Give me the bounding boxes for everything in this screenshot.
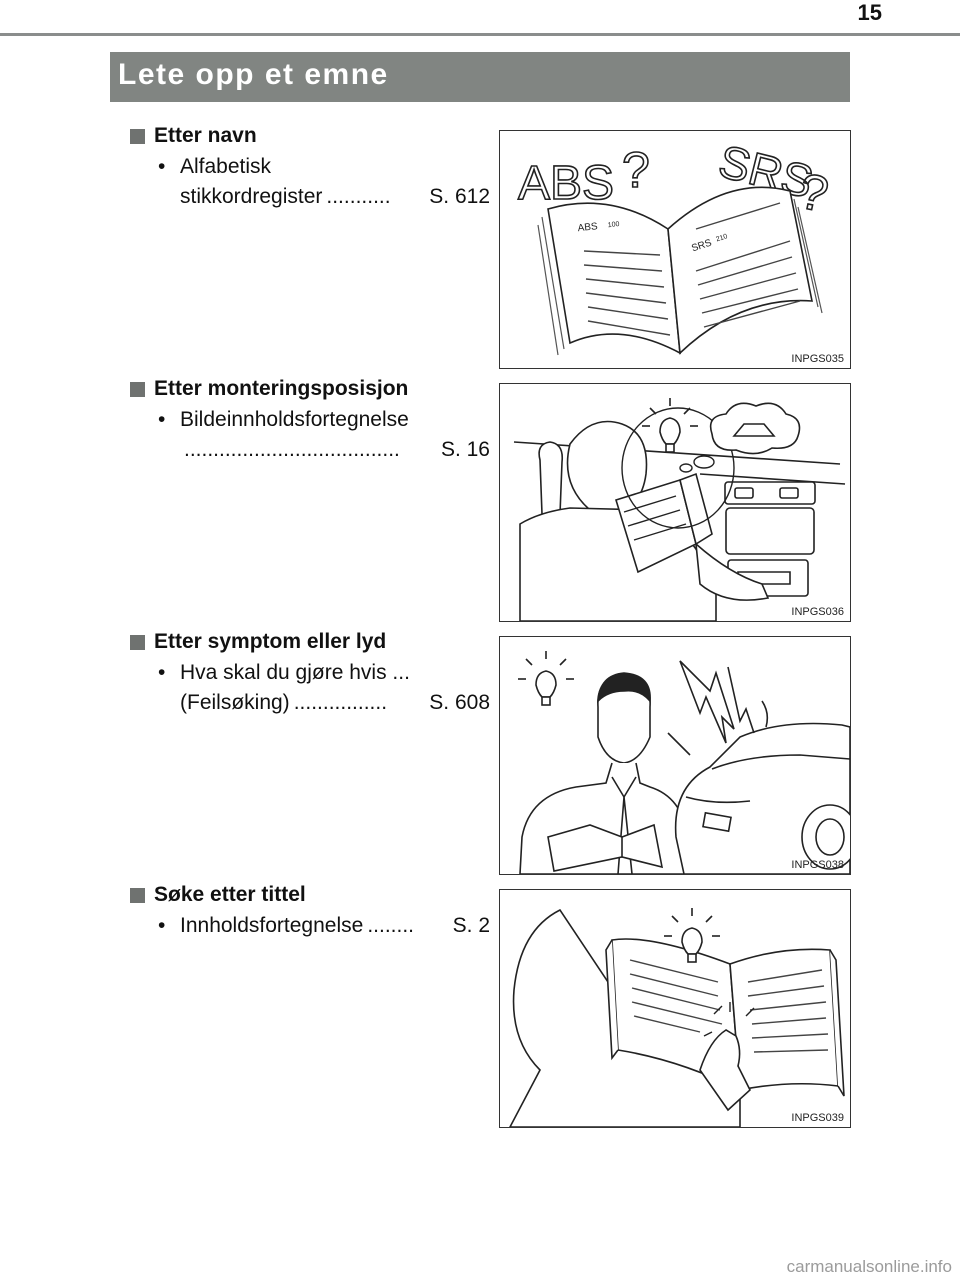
section-heading: Etter symptom eller lyd: [130, 628, 490, 656]
page-reference[interactable]: ..................................... S.…: [180, 435, 490, 465]
item-text: Innholdsfortegnelse: [180, 914, 364, 937]
page-title: Lete opp et emne: [118, 58, 389, 91]
figure-code: INPGS038: [791, 859, 844, 871]
illustration-manual-book: ABS ? SRS ? ABS 100 SRS 210 INPGS035: [499, 130, 851, 369]
illustration-driver-dashboard: INPGS036: [499, 383, 851, 622]
section-etter-navn: Etter navn • Alfabetisk stikkordregister…: [130, 122, 490, 212]
leader-dots: ...........: [326, 185, 391, 208]
item-text: Bildeinnholdsfortegnelse: [180, 408, 409, 431]
heading-text: Søke etter tittel: [154, 883, 306, 906]
square-bullet-icon: [130, 381, 145, 397]
book-illustration-icon: ABS ? SRS ? ABS 100 SRS 210: [517, 134, 834, 356]
watermark[interactable]: carmanualsonline.info: [786, 1257, 952, 1276]
page-ref-link[interactable]: S. 2: [452, 914, 490, 937]
bullet-dot-icon: •: [158, 155, 166, 178]
page-reference[interactable]: Innholdsfortegnelse ........ S. 2: [180, 911, 490, 941]
question-mark-icon: ?: [622, 142, 650, 198]
driver-illustration-icon: [513, 398, 846, 621]
heading-text: Etter symptom eller lyd: [154, 630, 387, 653]
leader-dots: .....................................: [184, 438, 400, 461]
figure-code: INPGS039: [791, 1112, 844, 1124]
page-number: 15: [857, 0, 882, 25]
figure-code: INPGS035: [791, 353, 844, 365]
srs-page-label: 210: [715, 233, 728, 243]
list-item: • Alfabetisk stikkordregister ..........…: [130, 152, 490, 212]
abs-small-label: ABS: [577, 221, 598, 234]
top-rule: [0, 33, 960, 36]
section-soke-etter-tittel: Søke etter tittel • Innholdsfortegnelse …: [130, 881, 490, 941]
section-heading: Etter monteringsposisjon: [130, 375, 490, 403]
section-heading: Søke etter tittel: [130, 881, 490, 909]
reader-illustration-icon: [509, 908, 845, 1127]
section-etter-symptom: Etter symptom eller lyd • Hva skal du gj…: [130, 628, 490, 718]
bullet-dot-icon: •: [158, 408, 166, 431]
section-etter-monteringsposisjon: Etter monteringsposisjon • Bildeinnholds…: [130, 375, 490, 465]
illustration-reading-book: INPGS039: [499, 889, 851, 1128]
leader-dots: ........: [367, 914, 414, 937]
figure-code: INPGS036: [791, 606, 844, 618]
heading-text: Etter navn: [154, 124, 257, 147]
page-ref-link[interactable]: S. 612: [429, 185, 490, 208]
square-bullet-icon: [130, 128, 145, 144]
bullet-dot-icon: •: [158, 914, 166, 937]
item-text: Hva skal du gjøre hvis ...: [180, 661, 410, 684]
square-bullet-icon: [130, 634, 145, 650]
section-header: Lete opp et emne: [110, 52, 850, 102]
page-reference[interactable]: (Feilsøking) ................ S. 608: [180, 688, 490, 718]
abs-label: ABS: [518, 157, 614, 210]
item-text: Alfabetisk: [180, 155, 272, 178]
abs-page-label: 100: [607, 221, 619, 229]
item-text: (Feilsøking): [180, 691, 290, 714]
page-ref-link[interactable]: S. 608: [429, 691, 490, 714]
page-ref-link[interactable]: S. 16: [440, 438, 490, 461]
list-item: • Hva skal du gjøre hvis ... (Feilsøking…: [130, 658, 490, 718]
list-item: • Innholdsfortegnelse ........ S. 2: [130, 911, 490, 941]
man-and-car-illustration-icon: [518, 651, 850, 874]
item-text: stikkordregister: [180, 185, 323, 208]
heading-text: Etter monteringsposisjon: [154, 377, 409, 400]
section-heading: Etter navn: [130, 122, 490, 150]
bullet-dot-icon: •: [158, 661, 166, 684]
list-item: • Bildeinnholdsfortegnelse .............…: [130, 405, 490, 465]
illustration-car-noise: INPGS038: [499, 636, 851, 875]
leader-dots: ................: [293, 691, 388, 714]
square-bullet-icon: [130, 887, 145, 903]
page-reference[interactable]: stikkordregister ........... S. 612: [180, 182, 490, 212]
